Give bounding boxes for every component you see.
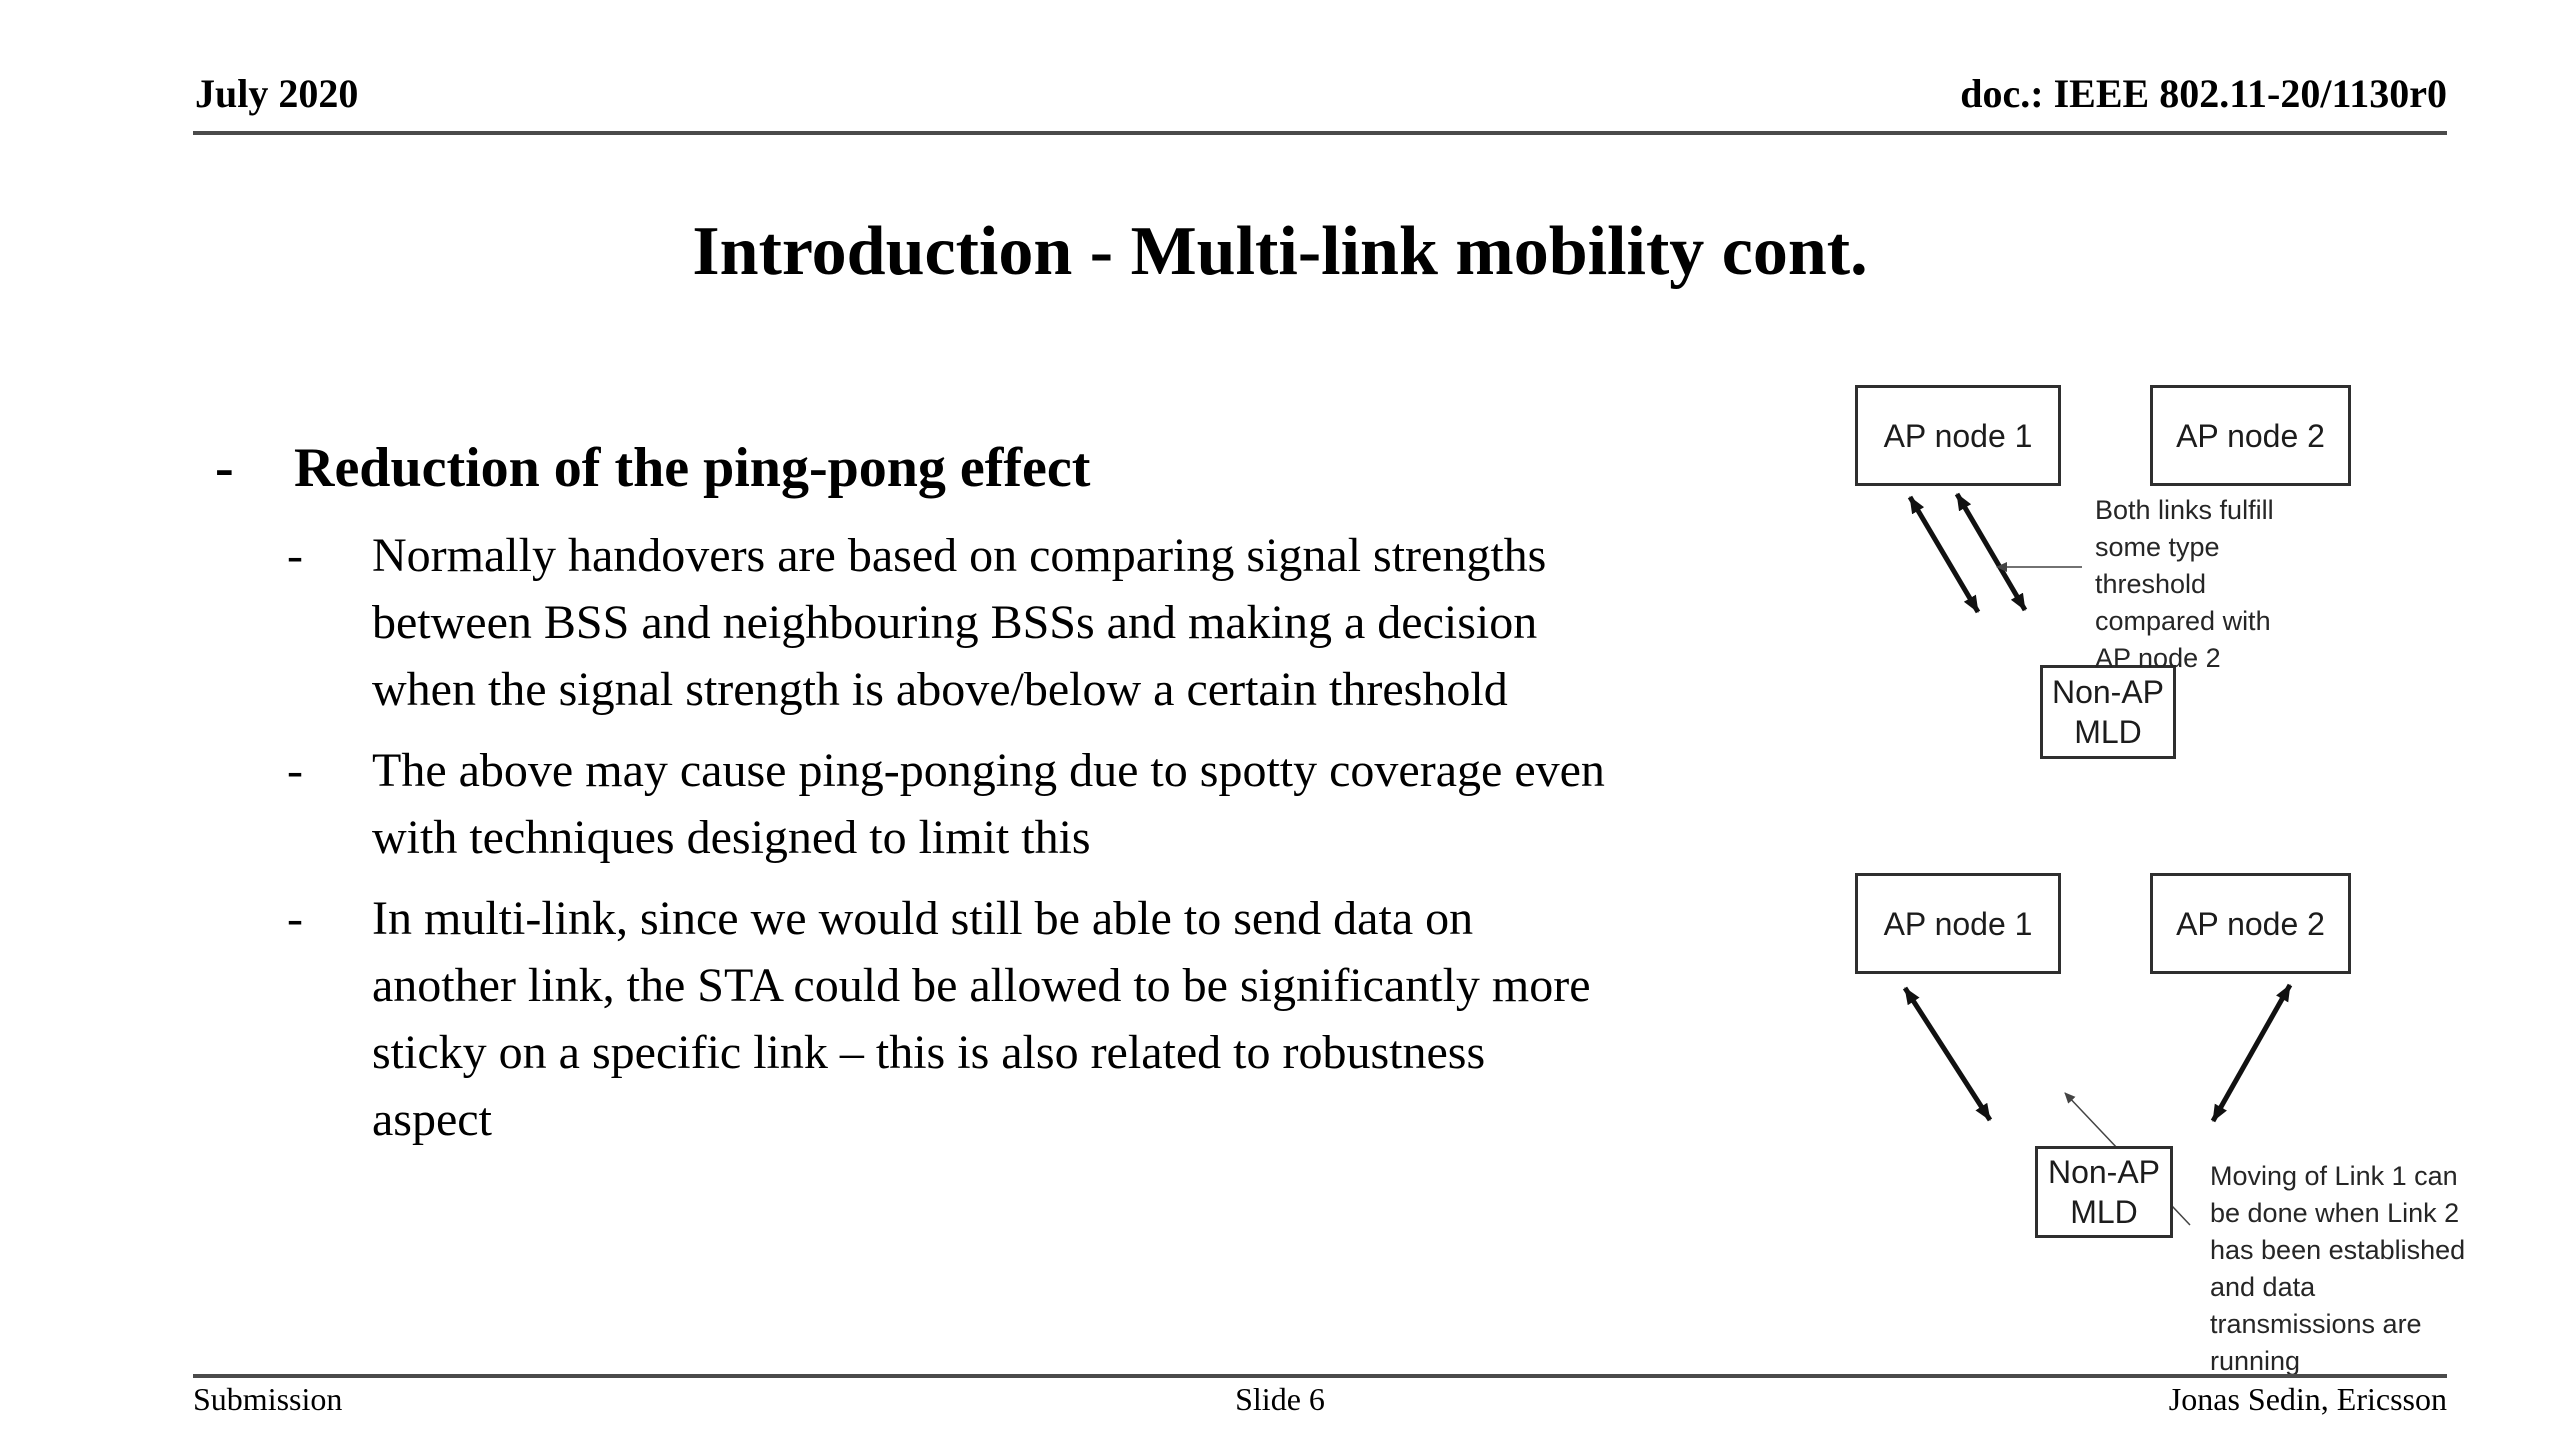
bullet-sub-text: The above may cause ping-ponging due to …	[372, 744, 1605, 864]
link1-double-arrow	[1902, 986, 1993, 1122]
bullet-sub-text: Normally handovers are based on comparin…	[372, 529, 1547, 716]
bullet-dash: -	[287, 892, 303, 945]
header-rule	[193, 131, 2447, 135]
bullet-dash: -	[287, 744, 303, 797]
ap-node-1-box: AP node 1	[1855, 873, 2061, 974]
footer-author: Jonas Sedin, Ericsson	[2168, 1381, 2447, 1417]
link2-double-arrow	[2210, 983, 2293, 1123]
bullet-dash: -	[287, 529, 303, 582]
non-ap-mld-box: Non-AP MLD	[2035, 1146, 2173, 1238]
footer-rule	[193, 1374, 2447, 1378]
link2-double-arrow	[1954, 492, 2028, 612]
ap-node-2-label: AP node 2	[2176, 905, 2325, 942]
bullet-main: - Reduction of the ping-pong effect	[215, 432, 1715, 504]
header-doc-number: doc.: IEEE 802.11-20/1130r0	[1960, 71, 2447, 116]
ap-node-1-box: AP node 1	[1855, 385, 2061, 486]
non-ap-mld-box: Non-AP MLD	[2040, 665, 2176, 759]
footer-slide-number: Slide 6	[1235, 1381, 1325, 1417]
bullet-dash: -	[215, 437, 234, 499]
link-arrows-top	[1907, 492, 2082, 614]
bullet-sub: - In multi-link, since we would still be…	[287, 885, 1715, 1153]
bullet-main-text: Reduction of the ping-pong effect	[294, 437, 1091, 499]
bullet-sub: - The above may cause ping-ponging due t…	[287, 737, 1715, 871]
bullet-sub-text: In multi-link, since we would still be a…	[372, 892, 1591, 1146]
bullet-list: - Reduction of the ping-pong effect - No…	[215, 432, 1715, 1167]
footer-submission: Submission	[193, 1381, 343, 1417]
diagram-threshold: AP node 1 AP node 2 Non-AP MLD Both link…	[1840, 370, 2540, 790]
threshold-caption: Both links fulfill some type threshold c…	[2095, 495, 2274, 673]
ap-node-2-label: AP node 2	[2176, 417, 2325, 454]
ap-node-1-label: AP node 1	[1883, 417, 2033, 454]
ap-node-2-box: AP node 2	[2150, 385, 2351, 486]
ap-node-2-box: AP node 2	[2150, 873, 2351, 974]
ap-node-1-label: AP node 1	[1883, 905, 2033, 942]
bullet-sub: - Normally handovers are based on compar…	[287, 522, 1715, 723]
link-move-caption: Moving of Link 1 can be done when Link 2…	[2210, 1161, 2466, 1376]
slide-title: Introduction - Multi-link mobility cont.	[692, 213, 1868, 290]
diagram-link-move: AP node 1 AP node 2 Non-AP MLD Moving of…	[1840, 858, 2540, 1418]
header-date: July 2020	[195, 71, 359, 116]
